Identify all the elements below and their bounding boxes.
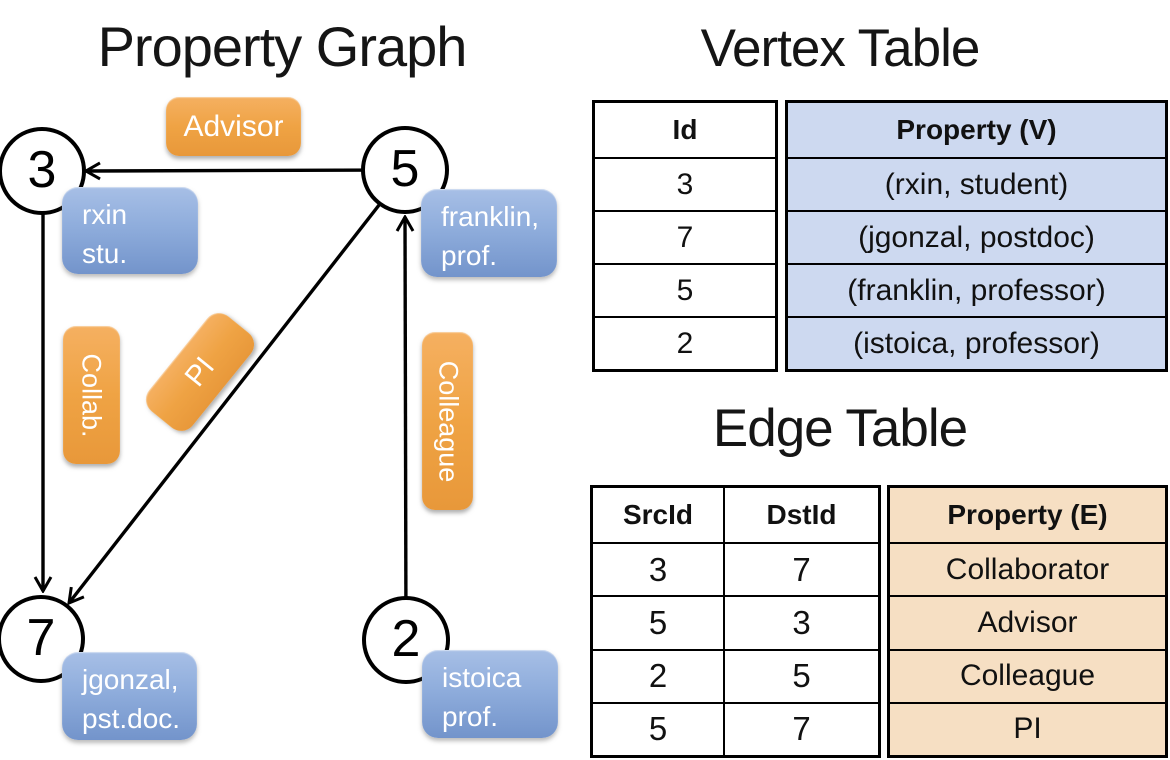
edge-label-advisor: Advisor bbox=[166, 97, 301, 156]
edge-label-text: Collab. bbox=[77, 352, 108, 438]
table-cell: 2 bbox=[593, 648, 723, 702]
edge-table-id-columns: SrcId 3 5 2 5 DstId 7 3 5 7 bbox=[590, 485, 881, 758]
edge-5-to-3-advisor bbox=[86, 170, 406, 171]
edge-label-text: Colleague bbox=[433, 360, 463, 482]
property-line: prof. bbox=[442, 701, 499, 732]
property-line: stu. bbox=[82, 238, 128, 269]
vertex-id: 7 bbox=[26, 608, 56, 667]
table-cell: Advisor bbox=[890, 595, 1165, 648]
table-cell: 3 bbox=[725, 595, 878, 648]
vertex-property-box-5: franklin, prof. bbox=[421, 189, 557, 277]
vertex-property-box-3: rxin stu. bbox=[62, 187, 198, 274]
property-line: prof. bbox=[441, 240, 498, 271]
table-cell: 5 bbox=[593, 595, 723, 648]
column-header: Property (V) bbox=[896, 114, 1057, 145]
vertex-table-property-column: Property (V) (rxin, student) (jgonzal, p… bbox=[785, 100, 1168, 372]
table-cell: 7 bbox=[725, 542, 878, 595]
table-cell: (rxin, student) bbox=[788, 157, 1165, 210]
edge-table-title: Edge Table bbox=[712, 399, 968, 458]
table-cell: (istoica, professor) bbox=[788, 316, 1165, 369]
property-line: pst.doc. bbox=[82, 703, 181, 734]
edge-label-text: Advisor bbox=[183, 109, 284, 143]
vertex-property-box-7: jgonzal, pst.doc. bbox=[62, 652, 197, 740]
edge-table-property-column: Property (E) Collaborator Advisor Collea… bbox=[887, 485, 1168, 758]
edge-label-colleague: Colleague bbox=[422, 332, 473, 510]
table-cell: 5 bbox=[595, 263, 775, 316]
vertex-id: 3 bbox=[27, 140, 57, 199]
table-cell: Collaborator bbox=[890, 542, 1165, 595]
table-cell: (jgonzal, postdoc) bbox=[788, 210, 1165, 263]
column-header: Property (E) bbox=[947, 499, 1108, 530]
property-line: franklin, bbox=[441, 201, 540, 232]
edge-5-to-7-pi bbox=[69, 171, 406, 603]
property-line: istoica bbox=[442, 662, 522, 693]
vertex-node-5: 5 bbox=[361, 126, 449, 214]
table-cell: 2 bbox=[595, 316, 775, 369]
vertex-id: 2 bbox=[391, 609, 421, 668]
property-graph-title: Property Graph bbox=[97, 15, 468, 78]
vertex-table-id-column: Id 3 7 5 2 bbox=[592, 100, 778, 372]
vertex-table-title: Vertex Table bbox=[700, 19, 981, 78]
table-cell: 5 bbox=[593, 701, 723, 755]
table-cell: 5 bbox=[725, 648, 878, 702]
column-header: Id bbox=[672, 114, 698, 145]
property-line: rxin bbox=[82, 199, 128, 230]
edge-table-dst-column: DstId 7 3 5 7 bbox=[725, 488, 878, 755]
table-cell: 3 bbox=[593, 542, 723, 595]
graph-edges-layer bbox=[0, 0, 585, 639]
vertex-property-box-2: istoica prof. bbox=[422, 650, 558, 738]
table-cell: PI bbox=[890, 701, 1165, 755]
vertex-id: 5 bbox=[390, 139, 420, 198]
column-header: SrcId bbox=[622, 499, 694, 530]
table-cell: (franklin, professor) bbox=[788, 263, 1165, 316]
edge-2-to-5-colleague bbox=[405, 217, 406, 639]
vertex-node-2: 2 bbox=[362, 596, 450, 684]
column-header: DstId bbox=[766, 499, 837, 530]
edge-label-text: PI bbox=[178, 350, 221, 393]
table-cell: 3 bbox=[595, 157, 775, 210]
edge-label-collab: Collab. bbox=[63, 326, 120, 464]
table-cell: 7 bbox=[595, 210, 775, 263]
property-line: jgonzal, bbox=[82, 664, 179, 695]
table-cell: 7 bbox=[725, 701, 878, 755]
edge-table-src-column: SrcId 3 5 2 5 bbox=[593, 488, 725, 755]
table-cell: Colleague bbox=[890, 648, 1165, 702]
